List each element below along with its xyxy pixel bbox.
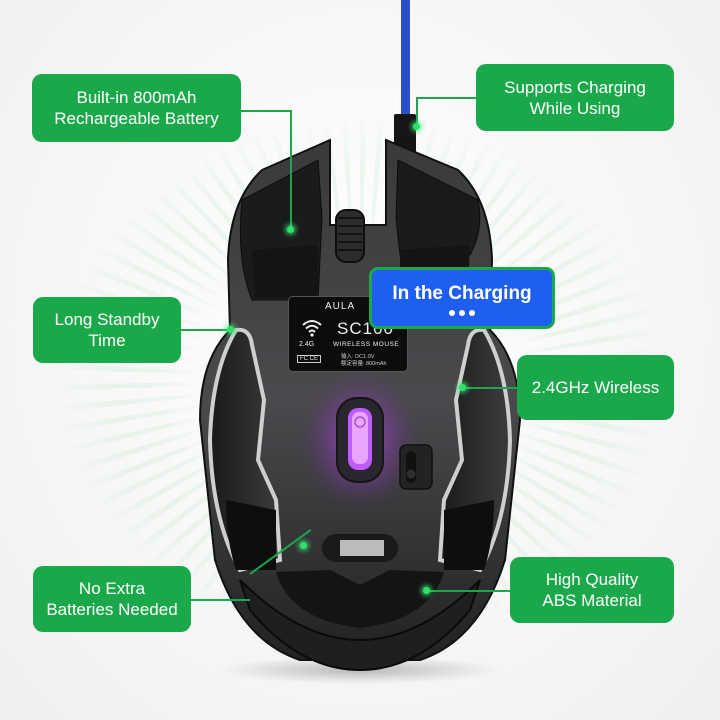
charging-indicator-dots [372, 310, 552, 316]
certification-marks: FC CE [297, 355, 321, 363]
hotspot-dot [227, 326, 234, 333]
brand-logo: AULA [325, 301, 356, 312]
connector-line [462, 387, 517, 389]
connector-line [241, 110, 291, 112]
device-label: AULA SC100 2.4G WIRELESS MOUSE FC CE 输入:… [288, 296, 408, 372]
spec-lines: 输入: DC1.0V 额定容量: 800mAh [341, 354, 387, 367]
connector-line [190, 599, 250, 601]
connector-line [290, 110, 292, 230]
hotspot-dot [287, 226, 294, 233]
connector-line [180, 329, 230, 331]
callout-wireless: 2.4GHz Wireless [517, 355, 674, 420]
connector-line [416, 97, 477, 99]
connector-line [426, 590, 512, 592]
charging-status-badge: In the Charging [369, 267, 555, 329]
hotspot-dot [459, 384, 466, 391]
wifi-icon [302, 320, 322, 337]
hotspot-dot [413, 123, 420, 130]
frequency-label: 2.4G [299, 341, 315, 348]
connector-line [416, 97, 418, 127]
hotspot-dot [300, 542, 307, 549]
product-subtitle: WIRELESS MOUSE [333, 341, 400, 348]
usb-cable [401, 0, 410, 118]
hotspot-dot [423, 587, 430, 594]
